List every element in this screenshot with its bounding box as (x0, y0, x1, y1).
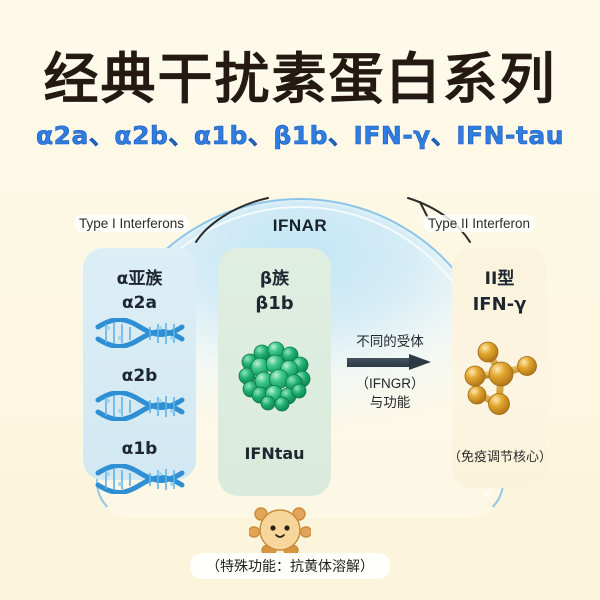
special-function-caption: （特殊功能：抗黄体溶解） (190, 553, 390, 579)
alpha-item-label-a2b: α2b (121, 366, 158, 386)
type-2-interferon-label: Type II Interferon (423, 215, 536, 232)
gold-molecule-icon (464, 341, 537, 415)
beta-panel-heading: β族 (259, 269, 290, 289)
beta-panel-subheading: β1b (255, 293, 294, 314)
dna-helix-icon (95, 391, 184, 421)
gamma-panel-heading: II型 (484, 269, 515, 289)
alpha-item-label-a1b: α1b (121, 439, 158, 459)
title-block: 经典干扰素蛋白系列 α2a、α2b、α1b、β1b、IFN-γ、IFN-tau (0, 48, 600, 151)
arrow-bottom-text: 与功能 (369, 395, 411, 410)
receptor-transition-arrow-group: 不同的受体 （IFNGR） 与功能 (334, 332, 446, 412)
right-arrow-icon (347, 354, 433, 370)
ifnar-label: IFNAR (272, 216, 328, 235)
arrow-mid-text: （IFNGR） (355, 376, 425, 391)
type-1-interferons-label: Type I Interferons (74, 215, 190, 232)
protein-cluster-icon (238, 341, 310, 412)
dna-helix-icon (95, 318, 184, 348)
page-subtitle: α2a、α2b、α1b、β1b、IFN-γ、IFN-tau (35, 121, 565, 151)
bear-mascot-icon (249, 507, 311, 555)
immune-core-note: （免疫调节核心） (447, 449, 552, 464)
dna-helix-icon (95, 464, 184, 494)
arrow-top-text: 不同的受体 (356, 334, 424, 349)
alpha-subfamily-panel[interactable]: α亚族 α2a α2b (83, 248, 196, 494)
beta-family-panel[interactable]: β族 β1b (218, 248, 331, 496)
type-2-interferon-panel[interactable]: II型 IFN-γ (448, 248, 552, 488)
alpha-item-label-a2a: α2a (122, 293, 157, 313)
page-title: 经典干扰素蛋白系列 (43, 47, 557, 111)
alpha-panel-heading: α亚族 (116, 269, 163, 289)
gamma-panel-subheading: IFN-γ (472, 294, 527, 315)
ifntau-label: IFNtau (244, 444, 305, 463)
